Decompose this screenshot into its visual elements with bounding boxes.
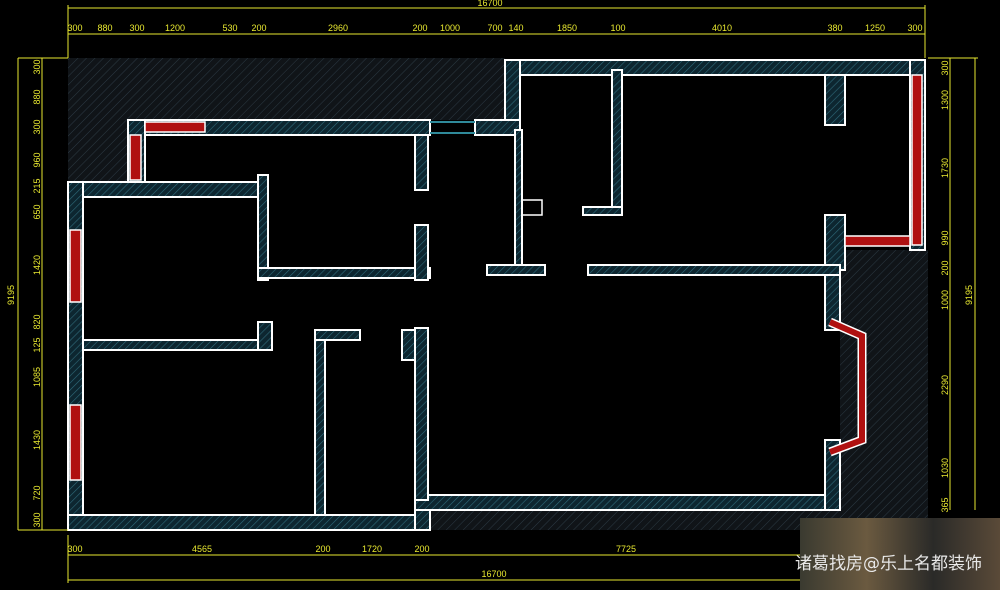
dim-left: 820 (32, 314, 42, 329)
dim-left: 720 (32, 485, 42, 500)
dim-right: 365 (940, 497, 950, 512)
dim-left: 300 (32, 59, 42, 74)
dim-top: 100 (610, 23, 625, 33)
dim-left: 1420 (32, 255, 42, 275)
dim-top: 140 (508, 23, 523, 33)
dim-left: 300 (32, 512, 42, 527)
dimension-labels-left: 9195 300 880 300 960 215 650 1420 820 12… (6, 59, 42, 527)
dim-top: 880 (97, 23, 112, 33)
dim-left: 215 (32, 178, 42, 193)
watermark-background (800, 518, 1000, 590)
dim-left: 650 (32, 204, 42, 219)
dim-right: 1730 (940, 158, 950, 178)
dim-left: 300 (32, 119, 42, 134)
dim-right: 200 (940, 260, 950, 275)
dim-right: 1300 (940, 90, 950, 110)
dimension-labels-top: 16700 300 880 300 1200 530 200 2960 200 … (67, 0, 922, 33)
dim-left: 880 (32, 89, 42, 104)
dimension-lines (17, 5, 978, 583)
dim-left: 125 (32, 337, 42, 352)
dim-left: 1430 (32, 430, 42, 450)
dim-right: 1030 (940, 458, 950, 478)
dim-top: 200 (251, 23, 266, 33)
dim-top: 300 (67, 23, 82, 33)
dim-top: 1850 (557, 23, 577, 33)
dimension-labels-bottom: 300 4565 200 1720 200 7725 16700 (67, 544, 636, 579)
windows (69, 74, 923, 481)
dim-top: 1200 (165, 23, 185, 33)
watermark-text: 诸葛找房@乐上名都装饰 (795, 554, 982, 574)
dim-top-total: 16700 (477, 0, 502, 8)
dim-bottom-total: 16700 (481, 569, 506, 579)
dim-top: 380 (827, 23, 842, 33)
dim-right: 2290 (940, 375, 950, 395)
dim-bottom: 1720 (362, 544, 382, 554)
dim-right: 990 (940, 230, 950, 245)
dim-left-total: 9195 (6, 285, 16, 305)
dim-bottom: 200 (315, 544, 330, 554)
dim-left: 1085 (32, 367, 42, 387)
dim-top: 700 (487, 23, 502, 33)
dim-top: 4010 (712, 23, 732, 33)
dim-bottom: 200 (414, 544, 429, 554)
dim-top: 1250 (865, 23, 885, 33)
dimension-labels-right: 9195 300 1300 1730 990 200 1000 2290 103… (940, 60, 974, 512)
dim-left: 960 (32, 152, 42, 167)
dim-top: 300 (129, 23, 144, 33)
dim-bottom: 300 (67, 544, 82, 554)
dim-right: 300 (940, 60, 950, 75)
dim-bottom: 7725 (616, 544, 636, 554)
dim-top: 300 (907, 23, 922, 33)
dim-top: 200 (412, 23, 427, 33)
dim-bottom: 4565 (192, 544, 212, 554)
dim-top: 2960 (328, 23, 348, 33)
dim-right: 1000 (940, 290, 950, 310)
dim-top: 530 (222, 23, 237, 33)
dim-top: 1000 (440, 23, 460, 33)
dim-right-total: 9195 (964, 285, 974, 305)
